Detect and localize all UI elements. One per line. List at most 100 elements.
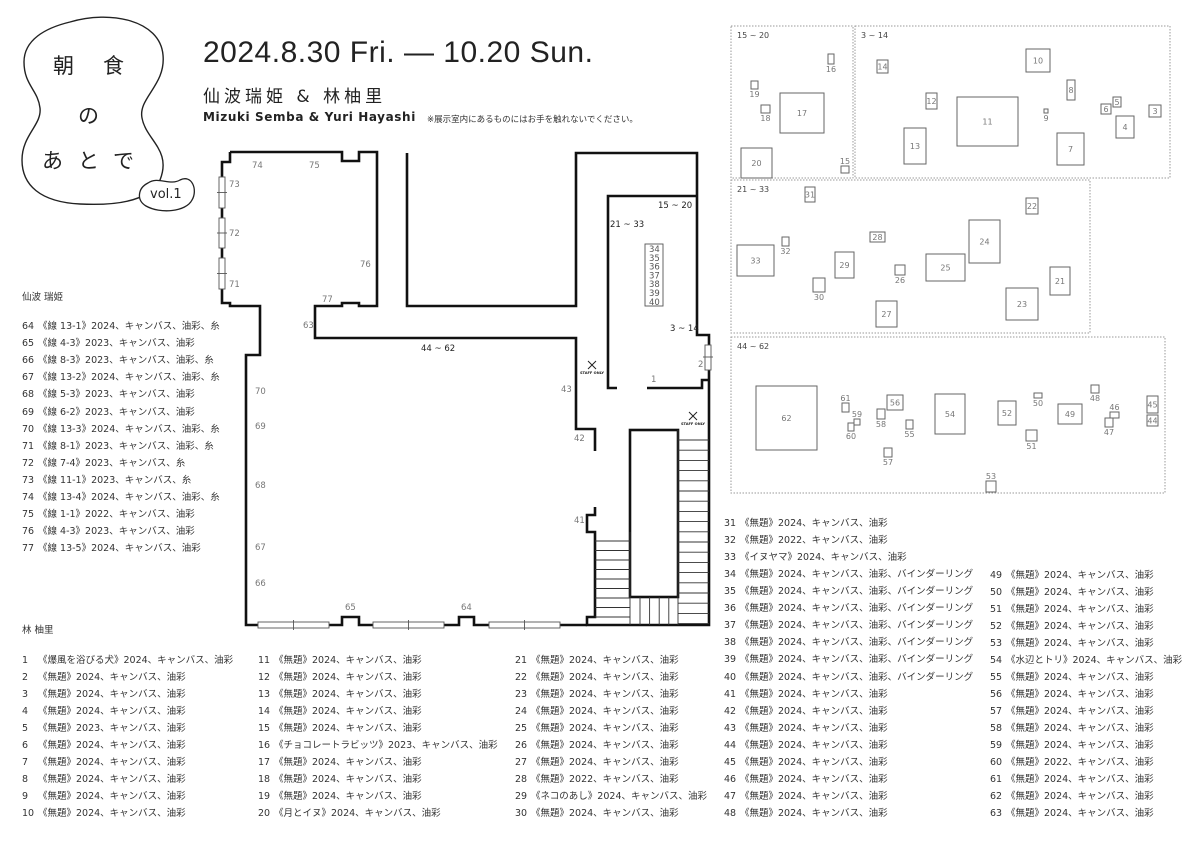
work-number: 60 bbox=[990, 757, 1003, 768]
wall-number: 71 bbox=[229, 280, 240, 290]
work-caption: 《線 7-4》2023、キャンバス、糸 bbox=[38, 457, 186, 469]
artwork-54 bbox=[934, 393, 966, 435]
artwork-5 bbox=[1112, 96, 1122, 108]
artwork-number: 58 bbox=[876, 420, 886, 429]
work-list-item: 77《線 13-5》2024、キャンバス、油彩 bbox=[22, 542, 201, 556]
work-number: 24 bbox=[515, 706, 528, 717]
work-number: 21 bbox=[515, 655, 528, 666]
work-caption: 《無題》2024、キャンバス、油彩 bbox=[740, 790, 888, 802]
work-caption: 《無題》2024、キャンバス、油彩 bbox=[38, 706, 186, 717]
work-list-item: 20《月とイヌ》2024、キャンバス、油彩 bbox=[258, 807, 441, 821]
artwork-56 bbox=[886, 394, 904, 411]
work-caption: 《爆風を浴びる犬》2024、キャンバス、油彩 bbox=[38, 655, 234, 666]
work-list-item: 71《線 8-1》2023、キャンバス、油彩、糸 bbox=[22, 440, 214, 454]
artwork-29 bbox=[834, 251, 855, 279]
logo-char: あ bbox=[42, 149, 63, 173]
work-list-item: 53《無題》2024、キャンバス、油彩 bbox=[990, 637, 1154, 651]
work-list-item: 31《無題》2024、キャンバス、油彩 bbox=[724, 517, 888, 531]
artwork-number: 13 bbox=[910, 142, 920, 151]
window bbox=[704, 344, 712, 371]
work-list-item: 27《無題》2024、キャンバス、油彩 bbox=[515, 756, 679, 770]
work-list-item: 2《無題》2024、キャンバス、油彩 bbox=[22, 671, 186, 685]
work-list-item: 62《無題》2024、キャンバス、油彩 bbox=[990, 790, 1154, 804]
artwork-number: 54 bbox=[945, 410, 955, 419]
work-number: 33 bbox=[724, 552, 737, 564]
logo-char: の bbox=[78, 104, 99, 128]
artwork-45 bbox=[1146, 395, 1159, 414]
work-caption: 《無題》2024、キャンバス、油彩 bbox=[274, 655, 422, 666]
work-number: 10 bbox=[22, 808, 35, 819]
work-list-item: 21《無題》2024、キャンバス、油彩 bbox=[515, 654, 679, 668]
work-list-item: 32《無題》2022、キャンバス、油彩 bbox=[724, 534, 888, 548]
work-number: 9 bbox=[22, 791, 29, 802]
work-number: 22 bbox=[515, 672, 528, 683]
work-number: 77 bbox=[22, 543, 35, 555]
work-list-item: 10《無題》2024、キャンバス、油彩 bbox=[22, 807, 186, 821]
cross-icon bbox=[587, 360, 597, 370]
work-number: 1 bbox=[22, 655, 29, 666]
artwork-61 bbox=[841, 402, 850, 413]
work-list-item: 6《無題》2024、キャンバス、油彩 bbox=[22, 739, 186, 753]
work-caption: 《線 4-3》2023、キャンバス、油彩 bbox=[38, 338, 195, 350]
panel-label: 3 ~ 14 bbox=[861, 31, 888, 40]
work-caption: 《無題》2024、キャンバス、油彩 bbox=[531, 672, 679, 683]
logo bbox=[21, 16, 195, 212]
work-number: 72 bbox=[22, 457, 35, 469]
work-list-item: 43《無題》2024、キャンバス、油彩 bbox=[724, 722, 888, 736]
work-caption: 《無題》2024、キャンバス、油彩、バインダーリング bbox=[740, 654, 974, 666]
work-number: 46 bbox=[724, 773, 737, 785]
artwork-51 bbox=[1025, 429, 1038, 442]
work-caption: 《無題》2024、キャンバス、油彩 bbox=[531, 808, 679, 819]
work-number: 44 bbox=[724, 739, 737, 751]
work-number: 31 bbox=[724, 518, 737, 529]
work-caption: 《無題》2024、キャンバス、油彩 bbox=[740, 739, 888, 751]
logo-char: で bbox=[113, 149, 134, 173]
work-list-item: 56《無題》2024、キャンバス、油彩 bbox=[990, 688, 1154, 702]
artwork-number: 47 bbox=[1104, 428, 1114, 437]
panel-frame bbox=[730, 179, 1091, 334]
work-number: 43 bbox=[724, 722, 737, 734]
logo-char: 朝 bbox=[53, 54, 74, 78]
artwork-16 bbox=[827, 53, 835, 65]
logo-char: と bbox=[78, 149, 99, 173]
artwork-19 bbox=[750, 80, 759, 90]
work-number: 57 bbox=[990, 706, 1003, 717]
artwork-number: 25 bbox=[940, 264, 950, 273]
work-number: 25 bbox=[515, 723, 528, 734]
work-number: 63 bbox=[990, 808, 1003, 819]
binder-number: 37 bbox=[649, 271, 660, 281]
logo-char: 食 bbox=[103, 54, 124, 78]
work-caption: 《無題》2024、キャンバス、油彩 bbox=[740, 688, 888, 700]
artists-english: Mizuki Semba & Yuri Hayashi bbox=[203, 110, 416, 124]
panel-label: 21 ~ 33 bbox=[737, 185, 769, 194]
work-caption: 《線 8-3》2023、キャンバス、油彩、糸 bbox=[38, 355, 214, 367]
artwork-number: 60 bbox=[846, 432, 856, 441]
work-caption: 《線 11-1》2023、キャンバス、糸 bbox=[38, 474, 192, 486]
work-number: 32 bbox=[724, 535, 737, 547]
artwork-number: 46 bbox=[1109, 403, 1119, 412]
work-number: 69 bbox=[22, 406, 35, 418]
artwork-number: 55 bbox=[904, 430, 914, 439]
work-caption: 《無題》2024、キャンバス、油彩 bbox=[1006, 774, 1154, 785]
artwork-44 bbox=[1146, 414, 1159, 427]
work-caption: 《無題》2022、キャンバス、油彩 bbox=[740, 535, 888, 547]
wall-number: 43 bbox=[561, 385, 572, 395]
wall-number: 68 bbox=[255, 481, 266, 491]
work-list-item: 9《無題》2024、キャンバス、油彩 bbox=[22, 790, 186, 804]
work-number: 61 bbox=[990, 774, 1003, 785]
artwork-number: 8 bbox=[1068, 86, 1073, 95]
work-list-item: 49《無題》2024、キャンバス、油彩 bbox=[990, 569, 1154, 583]
work-caption: 《無題》2024、キャンバス、油彩 bbox=[531, 723, 679, 734]
artwork-31 bbox=[804, 186, 816, 203]
work-list-item: 34《無題》2024、キャンバス、油彩、バインダーリング bbox=[724, 568, 973, 582]
binder-number: 35 bbox=[649, 254, 660, 264]
work-list-item: 40《無題》2024、キャンバス、油彩、バインダーリング bbox=[724, 671, 973, 685]
wall-number: 70 bbox=[255, 387, 266, 397]
work-list-item: 46《無題》2024、キャンバス、油彩 bbox=[724, 773, 888, 787]
staff-only-marker: STAFF ONLY bbox=[580, 360, 604, 375]
work-caption: 《チョコレートラビッツ》2023、キャンバス、油彩 bbox=[274, 740, 498, 751]
artwork-30 bbox=[812, 277, 826, 293]
work-list-item: 57《無題》2024、キャンバス、油彩 bbox=[990, 705, 1154, 719]
work-caption: 《無題》2024、キャンバス、油彩、バインダーリング bbox=[740, 603, 974, 615]
work-caption: 《無題》2024、キャンバス、油彩 bbox=[1006, 740, 1154, 751]
